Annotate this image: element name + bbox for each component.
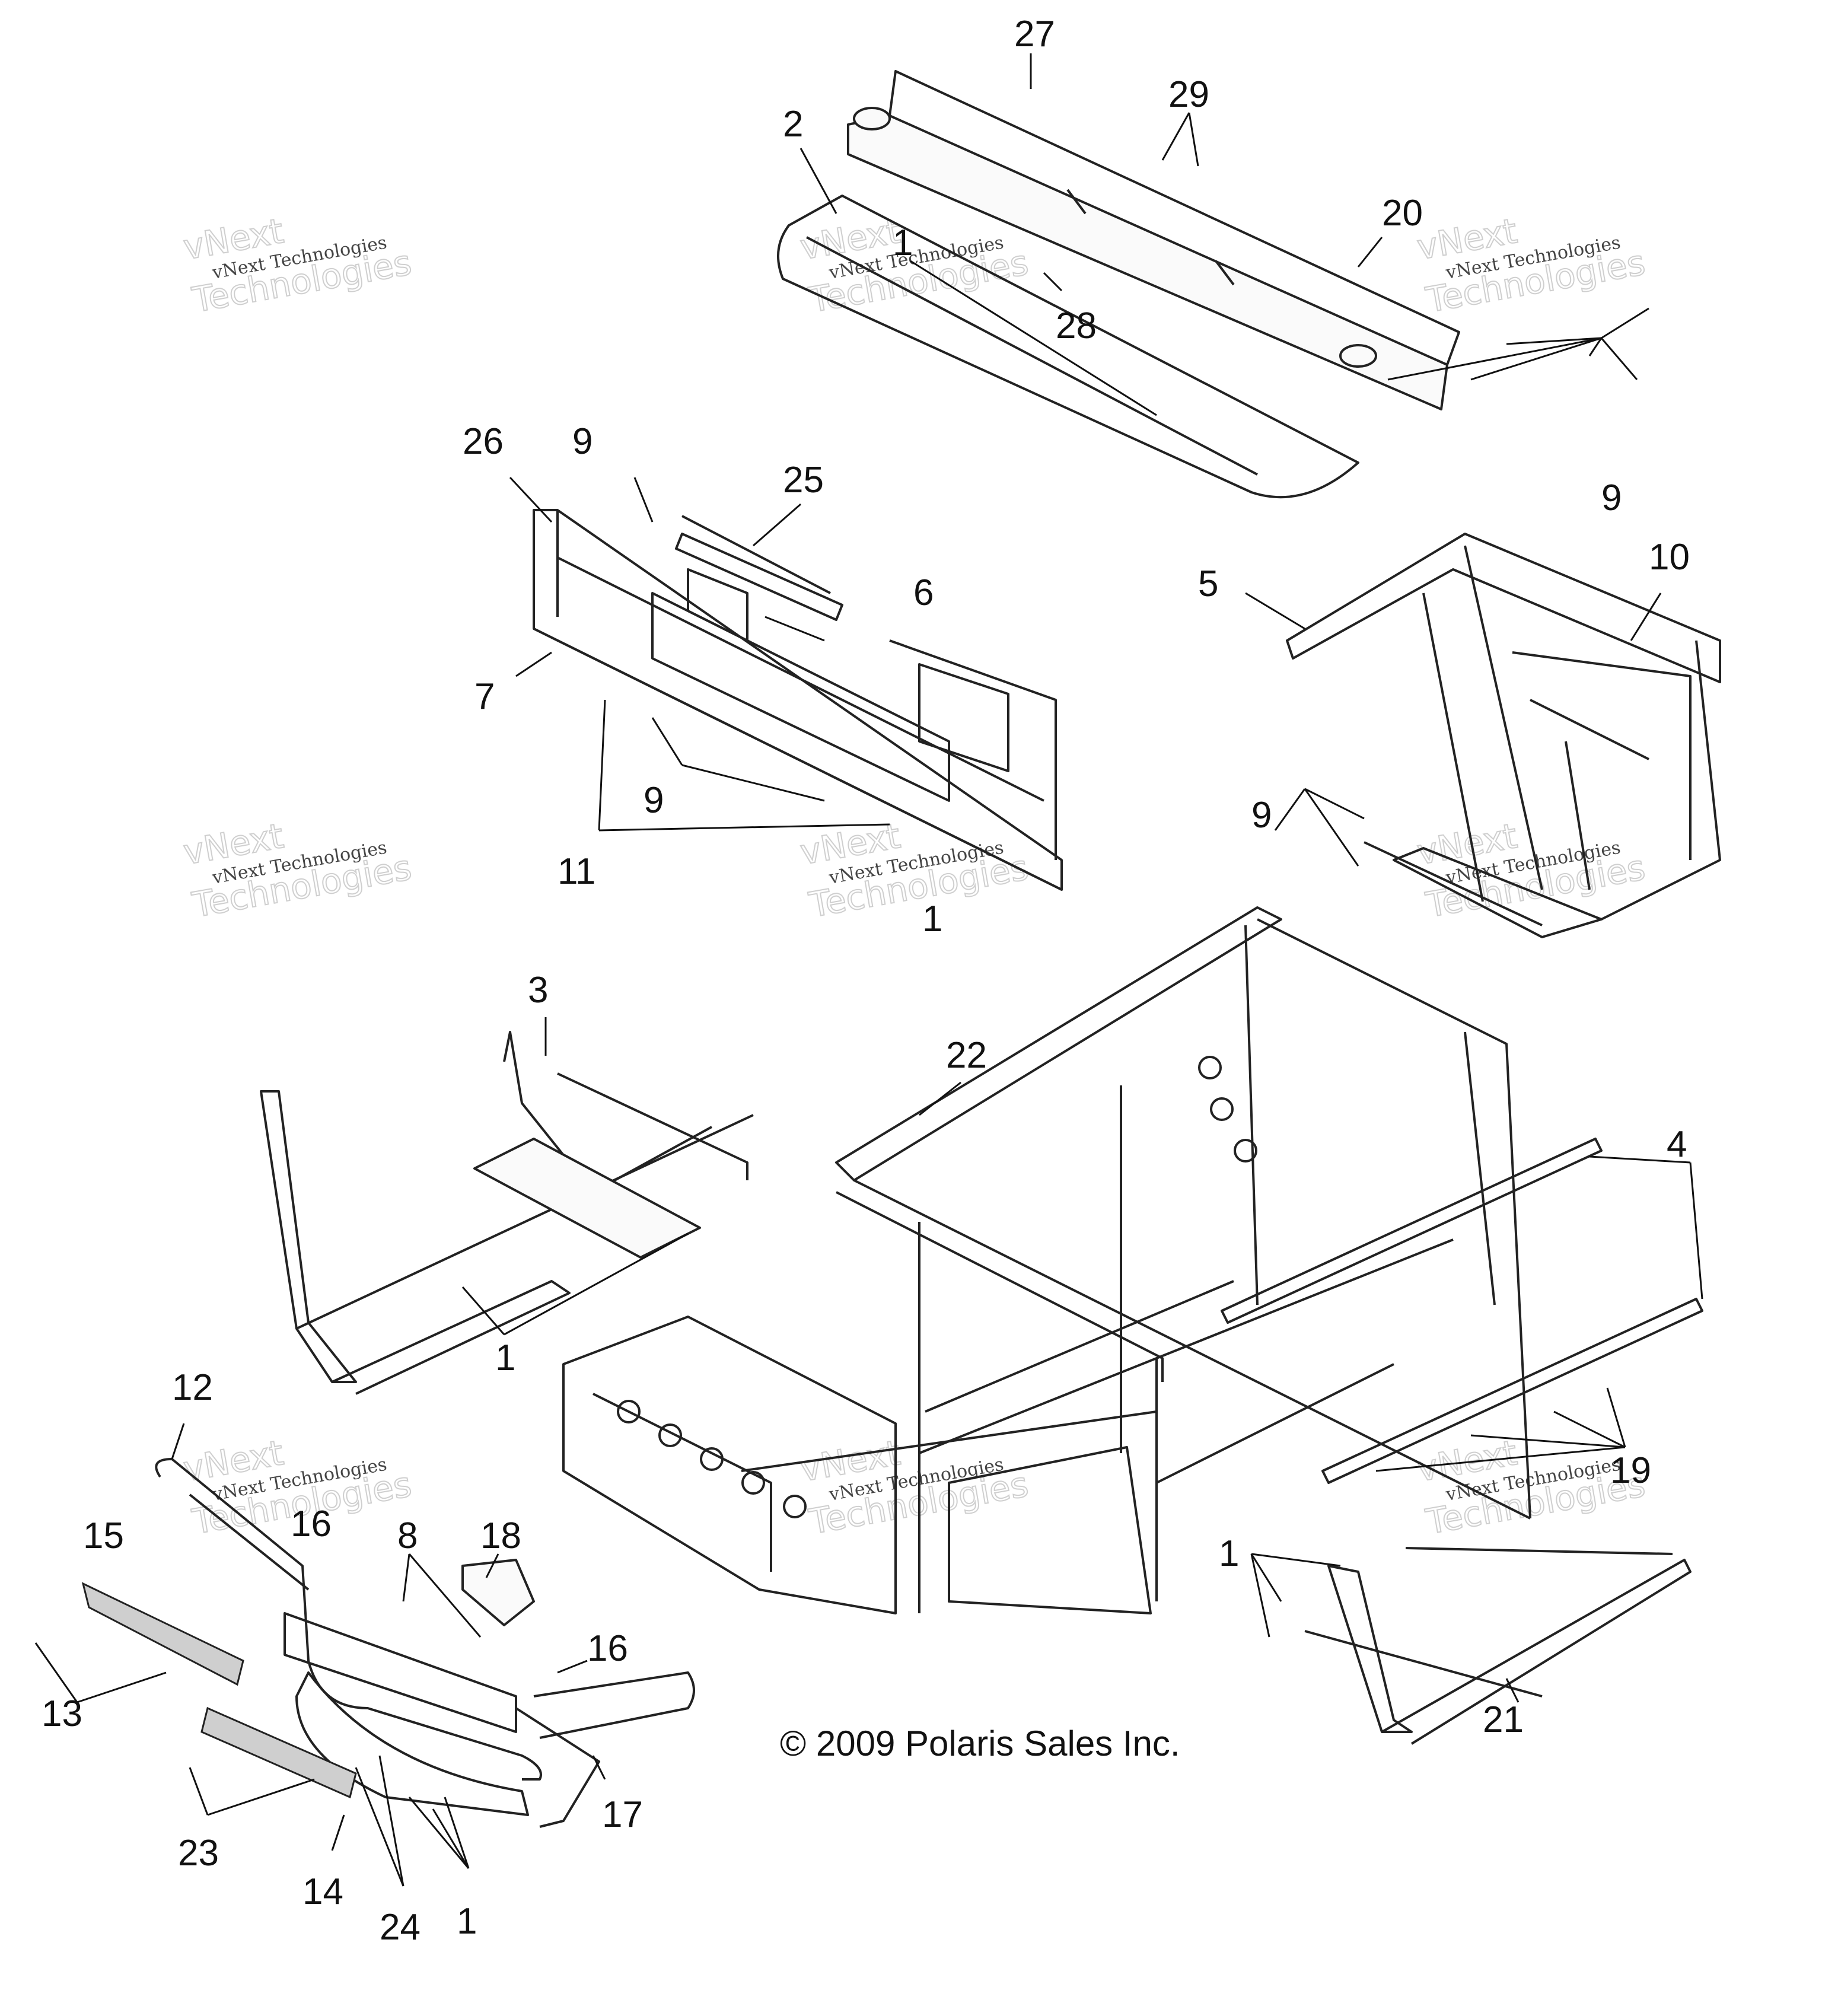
callout-3: 3 bbox=[528, 970, 548, 1011]
callout-17: 17 bbox=[602, 1794, 643, 1835]
callout-12: 12 bbox=[172, 1367, 213, 1408]
callout-6: 6 bbox=[913, 572, 934, 613]
side-rails bbox=[1221, 1138, 1703, 1484]
callout-1: 1 bbox=[495, 1337, 515, 1378]
front-bumper bbox=[81, 1458, 695, 1828]
callout-7: 7 bbox=[474, 676, 495, 717]
callout-27: 27 bbox=[1014, 14, 1055, 55]
callout-1: 1 bbox=[457, 1901, 477, 1942]
leader-lines bbox=[34, 53, 1703, 1887]
rear-sub-frame bbox=[1286, 533, 1721, 938]
callout-2: 2 bbox=[783, 104, 803, 145]
grille-15 bbox=[81, 1582, 244, 1686]
callout-20: 20 bbox=[1382, 193, 1423, 234]
callout-29: 29 bbox=[1168, 74, 1209, 115]
callout-1: 1 bbox=[893, 222, 913, 263]
callout-11: 11 bbox=[558, 851, 595, 892]
front-panel-frame bbox=[533, 509, 1063, 891]
callout-13: 13 bbox=[42, 1693, 82, 1734]
callout-16: 16 bbox=[291, 1504, 332, 1544]
callout-1: 1 bbox=[1219, 1533, 1239, 1574]
callout-26: 26 bbox=[463, 421, 504, 462]
strap-25 bbox=[675, 533, 843, 621]
callouts: 27 29 2 20 1 28 26 9 25 9 10 6 5 7 9 9 1… bbox=[42, 14, 1690, 1948]
left-floor-panel bbox=[260, 1031, 754, 1395]
callout-9: 9 bbox=[1251, 795, 1272, 836]
callout-28: 28 bbox=[1056, 305, 1097, 346]
callout-24: 24 bbox=[380, 1907, 421, 1948]
callout-21: 21 bbox=[1483, 1699, 1524, 1740]
callout-18: 18 bbox=[480, 1515, 521, 1556]
right-floor-panel bbox=[1304, 1547, 1692, 1745]
callout-9: 9 bbox=[1601, 477, 1622, 518]
callout-5: 5 bbox=[1198, 563, 1218, 604]
callout-9: 9 bbox=[644, 780, 664, 821]
copyright-text: © 2009 Polaris Sales Inc. bbox=[780, 1724, 1180, 1763]
callout-25: 25 bbox=[783, 460, 824, 501]
callout-10: 10 bbox=[1649, 537, 1690, 578]
callout-14: 14 bbox=[302, 1871, 343, 1912]
callout-8: 8 bbox=[397, 1515, 418, 1556]
callout-19: 19 bbox=[1610, 1450, 1651, 1491]
callout-9: 9 bbox=[572, 421, 593, 462]
callout-22: 22 bbox=[946, 1035, 987, 1076]
bracket-18 bbox=[461, 1559, 535, 1626]
callout-15: 15 bbox=[83, 1515, 124, 1556]
callout-1: 1 bbox=[922, 899, 942, 939]
grille-14 bbox=[200, 1706, 357, 1799]
main-frame bbox=[562, 906, 1531, 1614]
callout-4: 4 bbox=[1667, 1124, 1687, 1165]
callout-23: 23 bbox=[178, 1833, 219, 1874]
callout-16: 16 bbox=[587, 1628, 628, 1669]
cargo-bed-panel bbox=[777, 70, 1460, 499]
